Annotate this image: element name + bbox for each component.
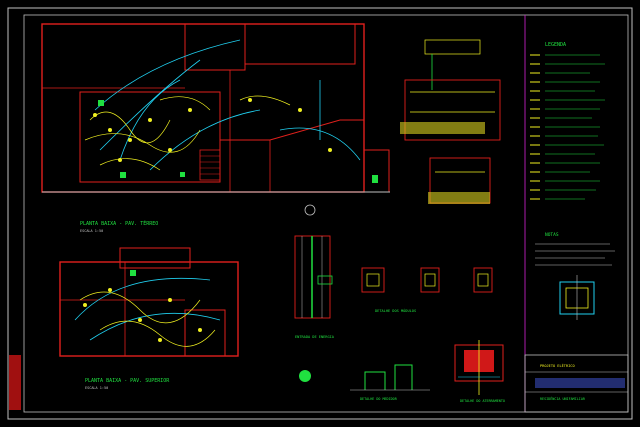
margin-strip: [9, 355, 21, 410]
ground-detail: [454, 340, 504, 395]
entrance-detail-title: ENTRADA DE ENERGIA: [295, 335, 335, 339]
title-block: [524, 354, 629, 413]
title-block-line1: PROJETO ELÉTRICO: [540, 363, 575, 368]
north-symbol: [304, 204, 316, 216]
ground-floor-title: PLANTA BAIXA - PAV. TÉRREO: [80, 219, 158, 227]
title-block-line2: RESIDÊNCIA UNIFAMILIAR: [540, 396, 586, 401]
meter-detail: [299, 364, 430, 391]
notes-title: NOTAS: [545, 232, 559, 238]
upper-floor-plan: [59, 247, 239, 357]
modules-detail-title: DETALHE DOS MÓDULOS: [375, 308, 416, 313]
distribution-board-diagram: [400, 39, 501, 204]
ground-detail-title: DETALHE DO ATERRAMENTO: [460, 399, 505, 403]
sheet-inner-frame: [23, 14, 629, 413]
legend-symbols: [530, 54, 605, 200]
meter-detail-title: DETALHE DO MEDIDOR: [360, 397, 398, 401]
legend-title: LEGENDA: [545, 42, 566, 48]
modules-detail: [361, 267, 493, 293]
upper-floor-title: PLANTA BAIXA - PAV. SUPERIOR: [85, 378, 170, 384]
ground-floor-scale: ESCALA 1:50: [80, 229, 103, 233]
ground-floor-plan: [41, 23, 390, 193]
entrance-detail: [294, 235, 333, 319]
sheet-frame: [7, 7, 633, 420]
notes-lines: [535, 243, 615, 266]
upper-floor-scale: ESCALA 1:50: [85, 386, 108, 390]
substation-detail: [559, 275, 595, 320]
